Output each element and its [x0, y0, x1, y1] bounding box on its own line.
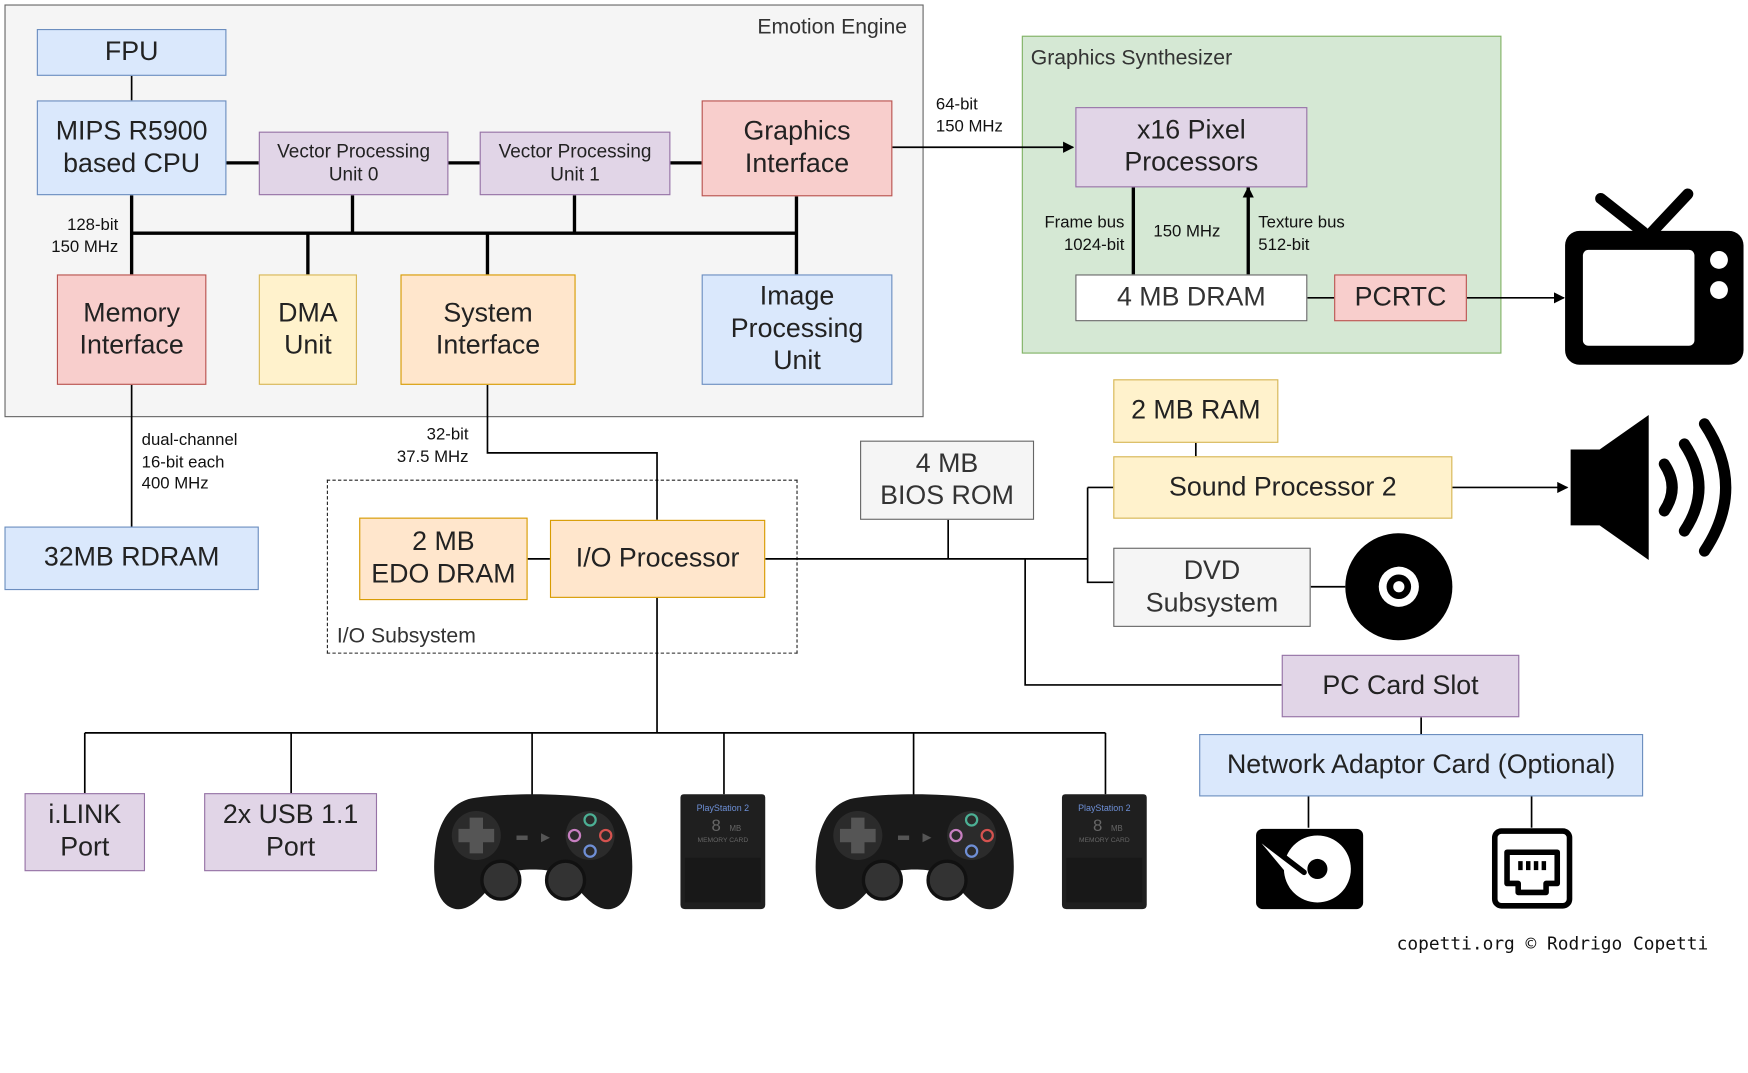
pcrtc-label: PCRTC — [1354, 281, 1447, 312]
gs-dram-label: 4 MB DRAM — [1116, 281, 1266, 312]
vpu0-label: Vector Processing Unit 0 — [277, 140, 431, 185]
frame-bus-label: Frame bus 1024-bit — [1044, 213, 1125, 254]
dvd-subsystem-label: DVD Subsystem — [1145, 555, 1279, 618]
memory-card-brand: PlayStation 2 — [1078, 803, 1131, 813]
pc-card-slot-box: PC Card Slot — [1281, 654, 1520, 718]
sound-processor-label: Sound Processor 2 — [1168, 471, 1397, 502]
network-adaptor-box: Network Adaptor Card (Optional) — [1199, 733, 1644, 797]
speaker-icon — [1570, 414, 1732, 560]
usb-port-label: 2x USB 1.1 Port — [222, 800, 359, 863]
disc-icon — [1345, 533, 1453, 641]
cpu-box: MIPS R5900 based CPU — [36, 100, 227, 196]
memory-card-text: MEMORY CARD — [1079, 837, 1130, 844]
emotion-engine-label: Emotion Engine — [757, 15, 908, 40]
vpu1-box: Vector Processing Unit 1 — [479, 131, 671, 196]
memory-card-icon: PlayStation 2 8 MB MEMORY CARD — [680, 794, 766, 910]
network-adaptor-label: Network Adaptor Card (Optional) — [1226, 749, 1616, 780]
edo-dram-label: 2 MB EDO DRAM — [371, 526, 516, 589]
line-spu-branch — [1086, 487, 1114, 584]
hard-drive-icon — [1256, 828, 1364, 910]
sound-ram-label: 2 MB RAM — [1131, 394, 1261, 426]
memory-interface-box: Memory Interface — [56, 274, 207, 385]
gif-to-gs-label: 64-bit 150 MHz — [935, 94, 1003, 136]
rdram-label: 32MB RDRAM — [43, 542, 220, 573]
sound-processor-box: Sound Processor 2 — [1113, 456, 1453, 519]
graphics-interface-label: Graphics Interface — [743, 116, 851, 179]
pcrtc-box: PCRTC — [1334, 274, 1467, 322]
memory-card-capacity: 8 — [711, 816, 720, 835]
bios-rom-box: 4 MB BIOS ROM — [860, 440, 1035, 520]
controller-icon — [815, 794, 1014, 910]
cpu-label: MIPS R5900 based CPU — [55, 115, 208, 178]
edo-dram-box: 2 MB EDO DRAM — [359, 517, 528, 601]
image-processing-unit-label: Image Processing Unit — [730, 281, 864, 376]
image-processing-unit-box: Image Processing Unit — [701, 274, 893, 385]
sif-bus-label: 32-bit 37.5 MHz — [396, 425, 469, 466]
controller-icon — [434, 794, 633, 910]
memory-card-unit: MB — [1111, 824, 1123, 833]
system-interface-box: System Interface — [400, 274, 576, 385]
ilink-port-box: i.LINK Port — [24, 793, 146, 872]
vpu1-label: Vector Processing Unit 1 — [498, 140, 652, 185]
fpu-label: FPU — [104, 36, 159, 67]
sound-ram-box: 2 MB RAM — [1113, 379, 1279, 443]
bios-rom-label: 4 MB BIOS ROM — [880, 448, 1014, 511]
dma-unit-label: DMA Unit — [278, 297, 338, 360]
credit-text: copetti.org © Rodrigo Copetti — [1396, 932, 1709, 954]
graphics-synthesizer-label: Graphics Synthesizer — [1030, 46, 1233, 71]
ilink-port-label: i.LINK Port — [48, 800, 122, 863]
tv-icon — [1565, 188, 1744, 365]
line-sif-iop — [486, 384, 658, 520]
rdram-bus-label: dual-channel 16-bit each 400 MHz — [141, 430, 238, 494]
connection-lines — [83, 75, 1569, 828]
usb-port-box: 2x USB 1.1 Port — [204, 793, 378, 872]
gs-clock-label: 150 MHz — [1153, 221, 1221, 241]
memory-card-icon: PlayStation 2 8 MB MEMORY CARD — [1061, 794, 1147, 910]
memory-card-unit: MB — [730, 824, 742, 833]
texture-bus-label: Texture bus 512-bit — [1258, 213, 1345, 254]
graphics-interface-box: Graphics Interface — [701, 100, 893, 197]
pixel-processors-label: x16 Pixel Processors — [1124, 115, 1259, 178]
gs-dram-box: 4 MB DRAM — [1075, 274, 1308, 322]
system-interface-label: System Interface — [435, 297, 541, 360]
fpu-box: FPU — [36, 29, 227, 76]
io-processor-box: I/O Processor — [549, 519, 766, 598]
io-processor-label: I/O Processor — [575, 542, 740, 573]
memory-card-brand: PlayStation 2 — [697, 803, 750, 813]
io-subsystem-region — [326, 479, 798, 654]
line-pccard-branch — [1024, 558, 1282, 686]
memory-interface-label: Memory Interface — [79, 297, 184, 360]
memory-card-capacity: 8 — [1093, 816, 1102, 835]
rdram-box: 32MB RDRAM — [4, 526, 259, 591]
memory-card-text: MEMORY CARD — [698, 837, 749, 844]
ee-bus-label: 128-bit 150 MHz — [51, 215, 119, 257]
dma-unit-box: DMA Unit — [258, 274, 357, 385]
ethernet-port-icon — [1491, 828, 1573, 909]
pixel-processors-box: x16 Pixel Processors — [1075, 107, 1308, 188]
dvd-subsystem-box: DVD Subsystem — [1113, 547, 1311, 627]
io-subsystem-label: I/O Subsystem — [336, 624, 476, 649]
vpu0-box: Vector Processing Unit 0 — [258, 131, 449, 196]
pc-card-slot-label: PC Card Slot — [1322, 669, 1479, 701]
